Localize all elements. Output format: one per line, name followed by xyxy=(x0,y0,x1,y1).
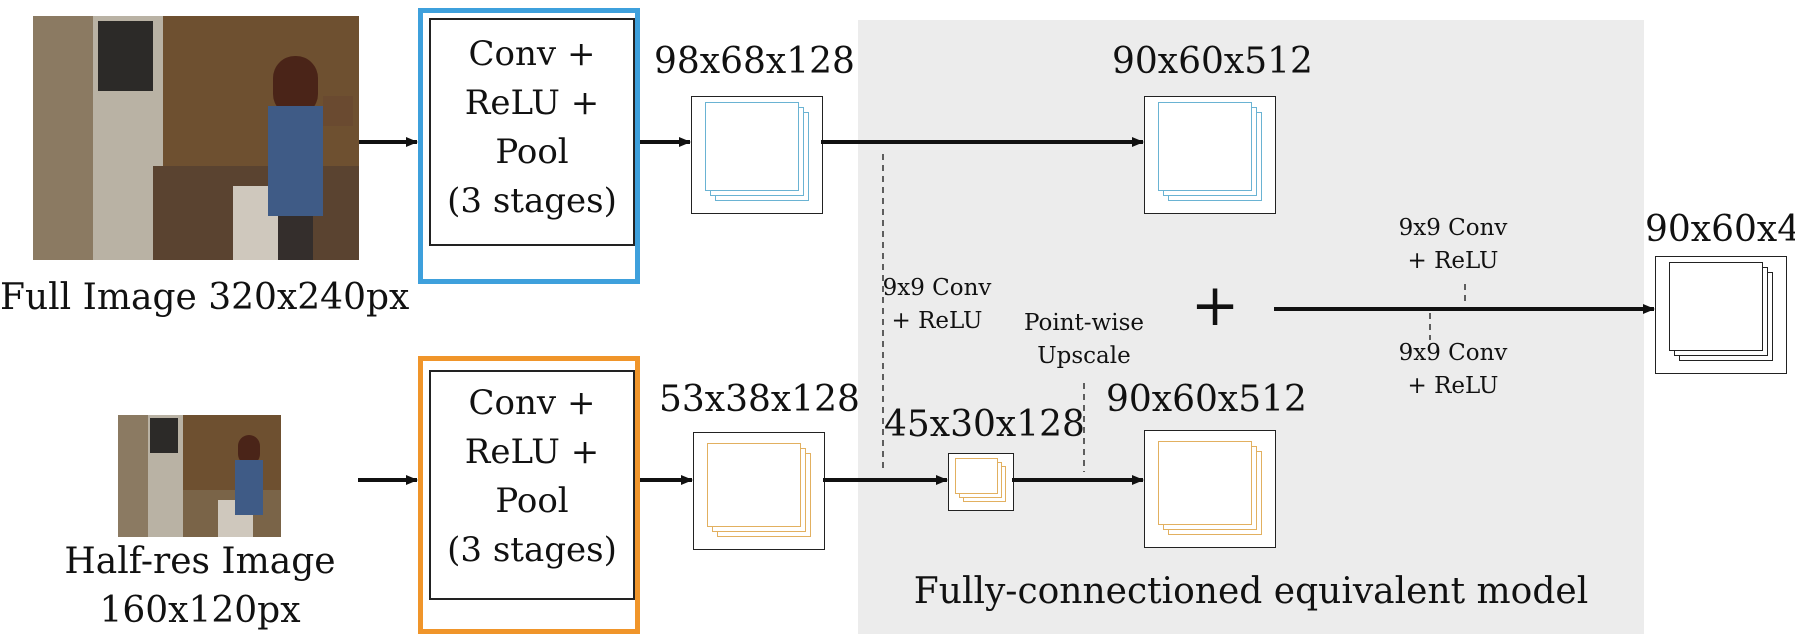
top-mid-size-label: 90x60x512 xyxy=(1112,41,1313,82)
bottom-crop-size-label: 45x30x128 xyxy=(884,404,1085,445)
conv-right-bottom-line1: 9x9 Conv xyxy=(1398,340,1508,366)
bottom-crop-feature-map xyxy=(948,453,1014,511)
top-out-feature-map xyxy=(691,96,823,214)
bottom-encoder-outline xyxy=(418,356,640,634)
upscale-line2: Upscale xyxy=(1037,343,1131,369)
conv-left-line2: + ReLU xyxy=(891,308,983,334)
bottom-encoder-line2: ReLU + xyxy=(464,432,600,472)
conv-right-top-line1: 9x9 Conv xyxy=(1398,215,1508,241)
top-encoder-line4: (3 stages) xyxy=(447,181,617,221)
bottom-mid-size-label: 90x60x512 xyxy=(1106,379,1307,420)
top-encoder-line1: Conv + xyxy=(468,34,596,74)
top-encoder-outline xyxy=(418,8,640,284)
bottom-encoder-line4: (3 stages) xyxy=(447,530,617,570)
bottom-out-feature-map xyxy=(693,432,825,550)
half-res-image-photo xyxy=(118,415,281,537)
conv-right-bottom-line2: + ReLU xyxy=(1407,373,1499,399)
merge-plus-symbol: + xyxy=(1190,271,1240,339)
bottom-encoder-line3: Pool xyxy=(495,481,569,521)
top-mid-feature-map xyxy=(1144,96,1276,214)
top-encoder-line2: ReLU + xyxy=(464,83,600,123)
top-out-size-label: 98x68x128 xyxy=(654,41,855,82)
bottom-encoder-line1: Conv + xyxy=(468,383,596,423)
upscale-line1: Point-wise xyxy=(1023,310,1145,336)
bottom-encoder-box xyxy=(429,370,635,600)
bottom-mid-feature-map xyxy=(1144,430,1276,548)
conv-right-top-line2: + ReLU xyxy=(1407,248,1499,274)
half-res-caption-line2: 160x120px xyxy=(99,590,301,631)
full-image-photo xyxy=(33,16,359,260)
half-res-caption-line1: Half-res Image xyxy=(64,541,336,582)
panel-caption: Fully-connectioned equivalent model xyxy=(913,571,1589,612)
output-size-label: 90x60x4 xyxy=(1645,209,1795,250)
top-encoder-box xyxy=(429,18,635,246)
bottom-out-size-label: 53x38x128 xyxy=(659,379,860,420)
conv-left-line1: 9x9 Conv xyxy=(882,275,992,301)
output-feature-map xyxy=(1655,256,1787,374)
top-encoder-line3: Pool xyxy=(495,132,569,172)
full-image-caption: Full Image 320x240px xyxy=(0,277,410,318)
